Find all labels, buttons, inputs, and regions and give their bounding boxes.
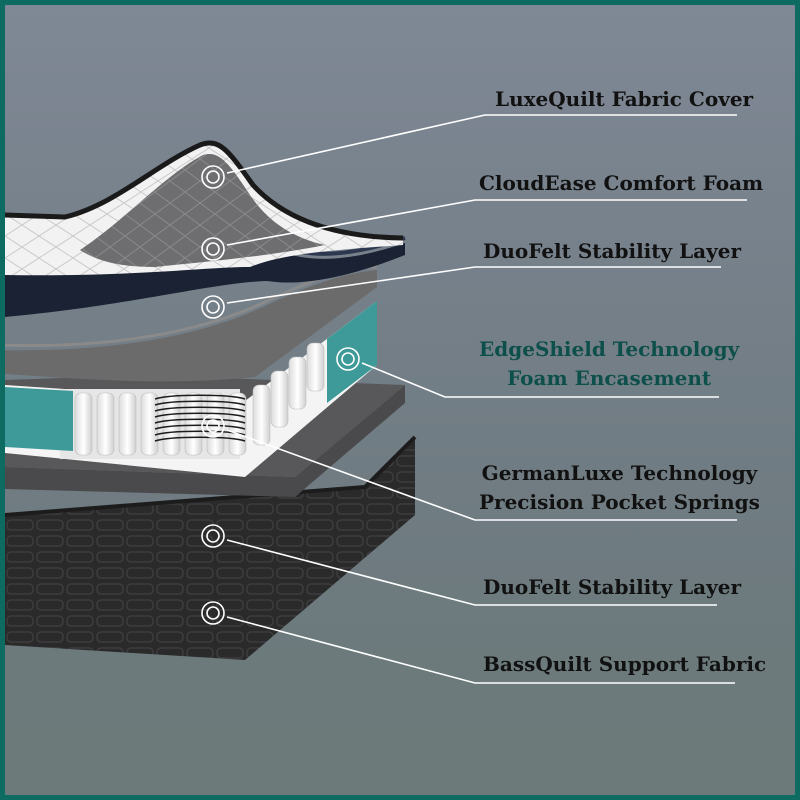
target-icon bbox=[341, 352, 355, 366]
label-felt-top: DuoFelt Stability Layer bbox=[483, 239, 741, 263]
pocket-spring bbox=[288, 356, 307, 410]
label-felt-bottom: DuoFelt Stability Layer bbox=[483, 575, 741, 599]
pocket-spring bbox=[140, 392, 159, 456]
target-icon bbox=[206, 606, 220, 620]
callout-line bbox=[226, 539, 717, 606]
target-icon bbox=[201, 165, 225, 189]
target-icon bbox=[206, 529, 220, 543]
target-icon bbox=[206, 300, 220, 314]
target-icon bbox=[206, 242, 220, 256]
label-edge-foam-line1: EdgeShield Technology bbox=[479, 337, 740, 361]
callout-line bbox=[226, 199, 747, 246]
base-layer bbox=[5, 435, 417, 660]
target-icon bbox=[206, 419, 220, 433]
target-icon bbox=[201, 295, 225, 319]
target-icon bbox=[201, 414, 225, 438]
label-comfort-foam: CloudEase Comfort Foam bbox=[479, 171, 764, 195]
pocket-spring bbox=[270, 370, 289, 428]
pocket-spring bbox=[306, 342, 325, 392]
callout-line bbox=[226, 429, 737, 521]
target-icon bbox=[336, 347, 360, 371]
target-icon bbox=[201, 524, 225, 548]
label-edge-foam-line2: Foam Encasement bbox=[507, 366, 712, 390]
pocket-spring bbox=[252, 384, 271, 446]
left-edge-foam bbox=[5, 387, 73, 451]
label-springs-line1: GermanLuxe Technology bbox=[481, 461, 758, 485]
callout-line bbox=[226, 114, 737, 174]
callout-line bbox=[361, 362, 719, 398]
spring-core-layer bbox=[5, 301, 377, 477]
label-cover: LuxeQuilt Fabric Cover bbox=[495, 87, 754, 111]
callout-line bbox=[226, 616, 735, 684]
right-edge-foam bbox=[327, 301, 377, 403]
pocket-spring bbox=[118, 392, 137, 456]
target-icon bbox=[201, 237, 225, 261]
label-springs: GermanLuxe Technology Precision Pocket S… bbox=[479, 459, 760, 517]
target-icon bbox=[201, 601, 225, 625]
label-edge-foam: EdgeShield Technology Foam Encasement bbox=[479, 335, 739, 393]
label-base: BassQuilt Support Fabric bbox=[483, 652, 767, 676]
mattress-illustration bbox=[5, 114, 747, 684]
target-icon bbox=[206, 170, 220, 184]
exposed-coils bbox=[154, 394, 246, 442]
callout-line bbox=[226, 266, 721, 304]
label-springs-line2: Precision Pocket Springs bbox=[479, 490, 760, 514]
pocket-spring bbox=[96, 392, 115, 456]
pocket-spring bbox=[74, 392, 93, 456]
pocket-spring bbox=[184, 392, 203, 456]
